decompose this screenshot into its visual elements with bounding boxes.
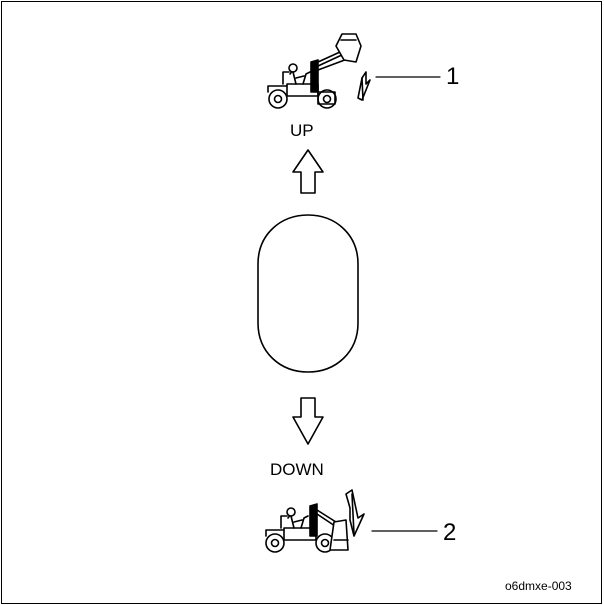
down-label: DOWN	[270, 460, 324, 479]
callout-number-2: 2	[443, 519, 457, 546]
callout-number-1: 1	[446, 63, 460, 90]
up-label: UP	[290, 121, 314, 140]
tractor-loader-bucket-raised-icon	[267, 33, 371, 109]
figure-id: o6dmxe-003	[505, 579, 572, 593]
rounded-control-button	[257, 214, 359, 373]
tractor-loader-bucket-lowered-icon	[265, 489, 365, 553]
arrow-down-icon	[292, 397, 324, 445]
arrow-up-icon	[292, 149, 324, 194]
